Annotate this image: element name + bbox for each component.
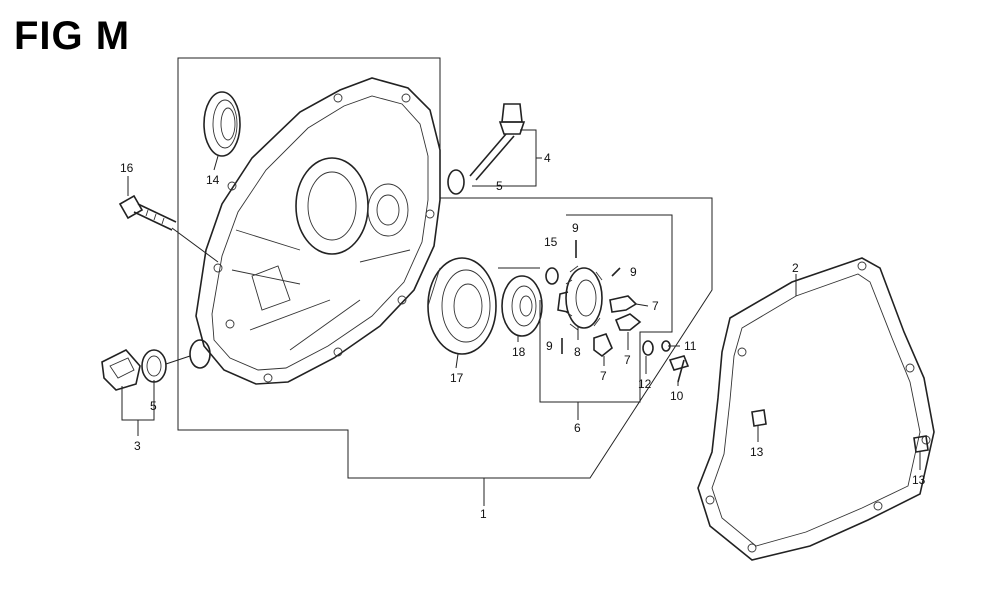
callout-17: 17 (450, 371, 464, 385)
callout-7c: 7 (600, 369, 607, 383)
callout-1: 1 (480, 507, 487, 521)
callout-4: 4 (544, 151, 551, 165)
callout-5-upper: 5 (496, 179, 503, 193)
leader-16b (171, 227, 219, 263)
callout-12: 12 (638, 377, 652, 391)
assembly-1-outline (177, 57, 713, 479)
callout-6: 6 (574, 421, 581, 435)
callout-16: 16 (120, 161, 134, 175)
callout-8: 8 (574, 345, 581, 359)
part-7-flyweight-b (614, 313, 642, 331)
leader-17 (455, 353, 459, 369)
part-13-dowel-b (913, 435, 929, 453)
callout-3: 3 (134, 439, 141, 453)
part-16-bolt (118, 194, 177, 231)
part-5-o-ring-lower (141, 349, 167, 383)
callout-9-mid: 9 (630, 265, 637, 279)
callout-11: 11 (684, 339, 697, 353)
bracket-4 (472, 129, 537, 187)
callout-15: 15 (544, 235, 558, 249)
callout-13b: 13 (912, 473, 926, 487)
part-7-flyweight-a (609, 295, 638, 313)
part-12-washer (642, 340, 654, 356)
callout-7b: 7 (624, 353, 631, 367)
part-3-drain-plug (101, 349, 141, 391)
part-5-o-ring-upper (447, 169, 465, 195)
bracket-6 (539, 214, 673, 403)
part-7-flyweight-c (593, 333, 613, 358)
callout-18: 18 (512, 345, 526, 359)
part-8-governor-gear (557, 265, 603, 331)
part-18-bearing (501, 275, 543, 337)
callout-7a: 7 (652, 299, 659, 313)
callout-13a: 13 (750, 445, 764, 459)
part-4-oil-gauge (469, 103, 526, 181)
callout-2: 2 (792, 261, 799, 275)
part-10-bolt (668, 355, 690, 383)
part-15-washer (545, 267, 559, 285)
part-14-oil-seal (203, 91, 241, 157)
leader-plug (165, 355, 191, 365)
part-13-dowel-a (751, 409, 767, 427)
leader-14 (213, 155, 219, 171)
callout-9-upper: 9 (572, 221, 579, 235)
part-17-ball-bearing (427, 257, 497, 355)
callout-10: 10 (670, 389, 684, 403)
callout-14: 14 (206, 173, 220, 187)
callout-9-lower: 9 (546, 339, 553, 353)
drain-boss (189, 339, 211, 369)
part-9-pin-mid (611, 267, 621, 277)
crankcase-cover (195, 77, 441, 385)
figure-title: FIG M (14, 14, 131, 58)
callout-5-lower: 5 (150, 399, 157, 413)
part-2-gasket (697, 257, 935, 561)
leader-7a (635, 303, 649, 307)
